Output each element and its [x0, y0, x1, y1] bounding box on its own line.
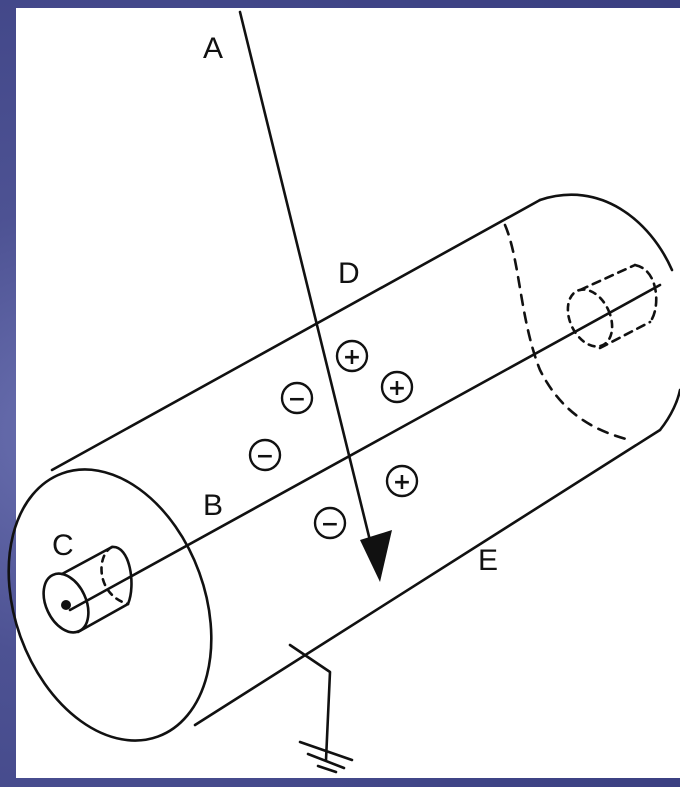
ground-lead — [288, 643, 354, 774]
label-a: A — [203, 32, 223, 65]
diagram-panel — [16, 8, 680, 778]
far-connector-body — [578, 263, 658, 350]
negative-charge-sign: − — [256, 444, 274, 469]
positive-charge-circle — [335, 339, 369, 373]
label-b: B — [203, 489, 223, 522]
cylinder-far-end-hidden — [503, 223, 632, 442]
center-wire — [68, 283, 662, 612]
positive-charge-sign: + — [388, 376, 406, 401]
label-e: E — [478, 544, 498, 577]
negative-charge-sign: − — [288, 387, 306, 412]
negative-charge-circle — [248, 438, 282, 472]
cylinder-front-end — [7, 468, 213, 742]
label-d: D — [338, 257, 360, 290]
radiation-ray — [238, 10, 378, 567]
radiation-arrowhead — [360, 530, 392, 582]
negative-charge-circle — [280, 381, 314, 415]
cylinder-bottom-edge — [193, 428, 662, 727]
positive-charge-sign: + — [393, 470, 411, 495]
connector-center-dot — [61, 600, 71, 610]
positive-charge-circle — [380, 370, 414, 404]
cylinder-far-end-solid — [538, 193, 680, 432]
positive-charge-circle — [385, 464, 419, 498]
negative-charge-circle — [313, 506, 347, 540]
cylinder-top-edge — [50, 198, 542, 472]
near-connector-hidden — [100, 545, 130, 606]
label-c: C — [52, 529, 74, 562]
positive-charge-sign: + — [343, 345, 361, 370]
near-connector-back — [110, 545, 133, 606]
far-connector-face — [566, 288, 614, 348]
near-connector-body — [60, 545, 130, 634]
negative-charge-sign: − — [321, 512, 339, 537]
